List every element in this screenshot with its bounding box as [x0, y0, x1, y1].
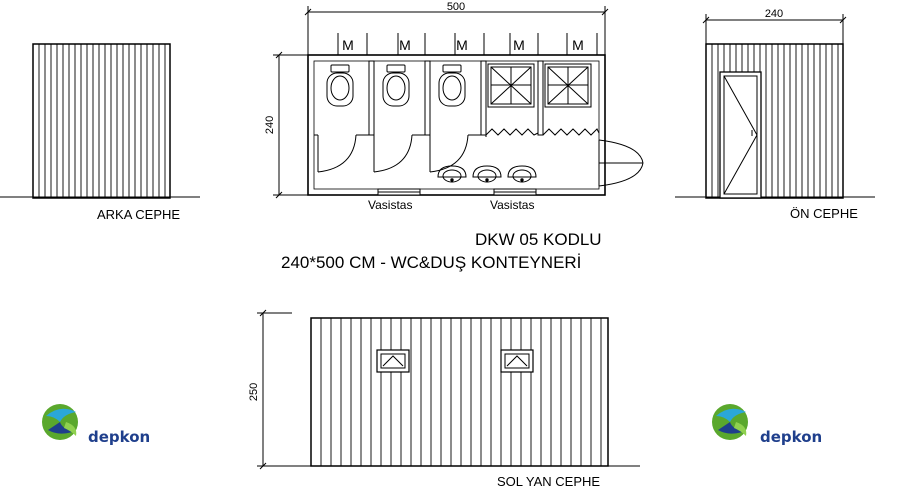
window-label: Vasistas	[368, 198, 413, 212]
sink-icon	[472, 165, 502, 183]
back-view-label: ARKA CEPHE	[97, 207, 181, 222]
front-view-label: ÖN CEPHE	[790, 206, 858, 221]
logo-icon	[42, 404, 78, 440]
fixture-mark: M	[572, 37, 584, 53]
toilet-icon	[382, 64, 410, 107]
door-icon	[373, 134, 413, 173]
front-elevation	[675, 14, 875, 199]
brand-name: depkon	[88, 428, 151, 446]
back-elevation	[0, 43, 200, 199]
door-icon	[317, 134, 357, 173]
drawing-description-title: 240*500 CM - WC&DUŞ KONTEYNERİ	[281, 253, 582, 272]
door-icon	[429, 134, 469, 173]
sink-icon	[507, 165, 537, 183]
front-width-dimension: 240	[765, 8, 783, 20]
toilet-icon	[438, 64, 466, 107]
window-icon	[500, 349, 534, 373]
floor-plan	[273, 6, 644, 199]
side-elevation	[257, 309, 640, 470]
side-view-label: SOL YAN CEPHE	[497, 474, 601, 489]
side-height-dimension: 250	[248, 383, 260, 401]
window-label: Vasistas	[490, 198, 535, 212]
window-icon	[376, 349, 410, 373]
logo-icon	[712, 404, 748, 440]
plan-width-dimension: 500	[447, 1, 465, 13]
fixture-mark: M	[513, 37, 525, 53]
shower-icon	[487, 63, 535, 108]
toilet-icon	[326, 64, 354, 107]
plan-depth-dimension: 240	[264, 116, 276, 134]
fixture-mark: M	[456, 37, 468, 53]
sink-icon	[437, 165, 467, 183]
fixture-mark: M	[399, 37, 411, 53]
fixture-mark: M	[342, 37, 354, 53]
door-icon	[598, 139, 644, 187]
shower-icon	[544, 63, 592, 108]
door-icon	[719, 71, 762, 199]
brand-name: depkon	[760, 428, 823, 446]
drawing-code-title: DKW 05 KODLU	[475, 230, 602, 249]
